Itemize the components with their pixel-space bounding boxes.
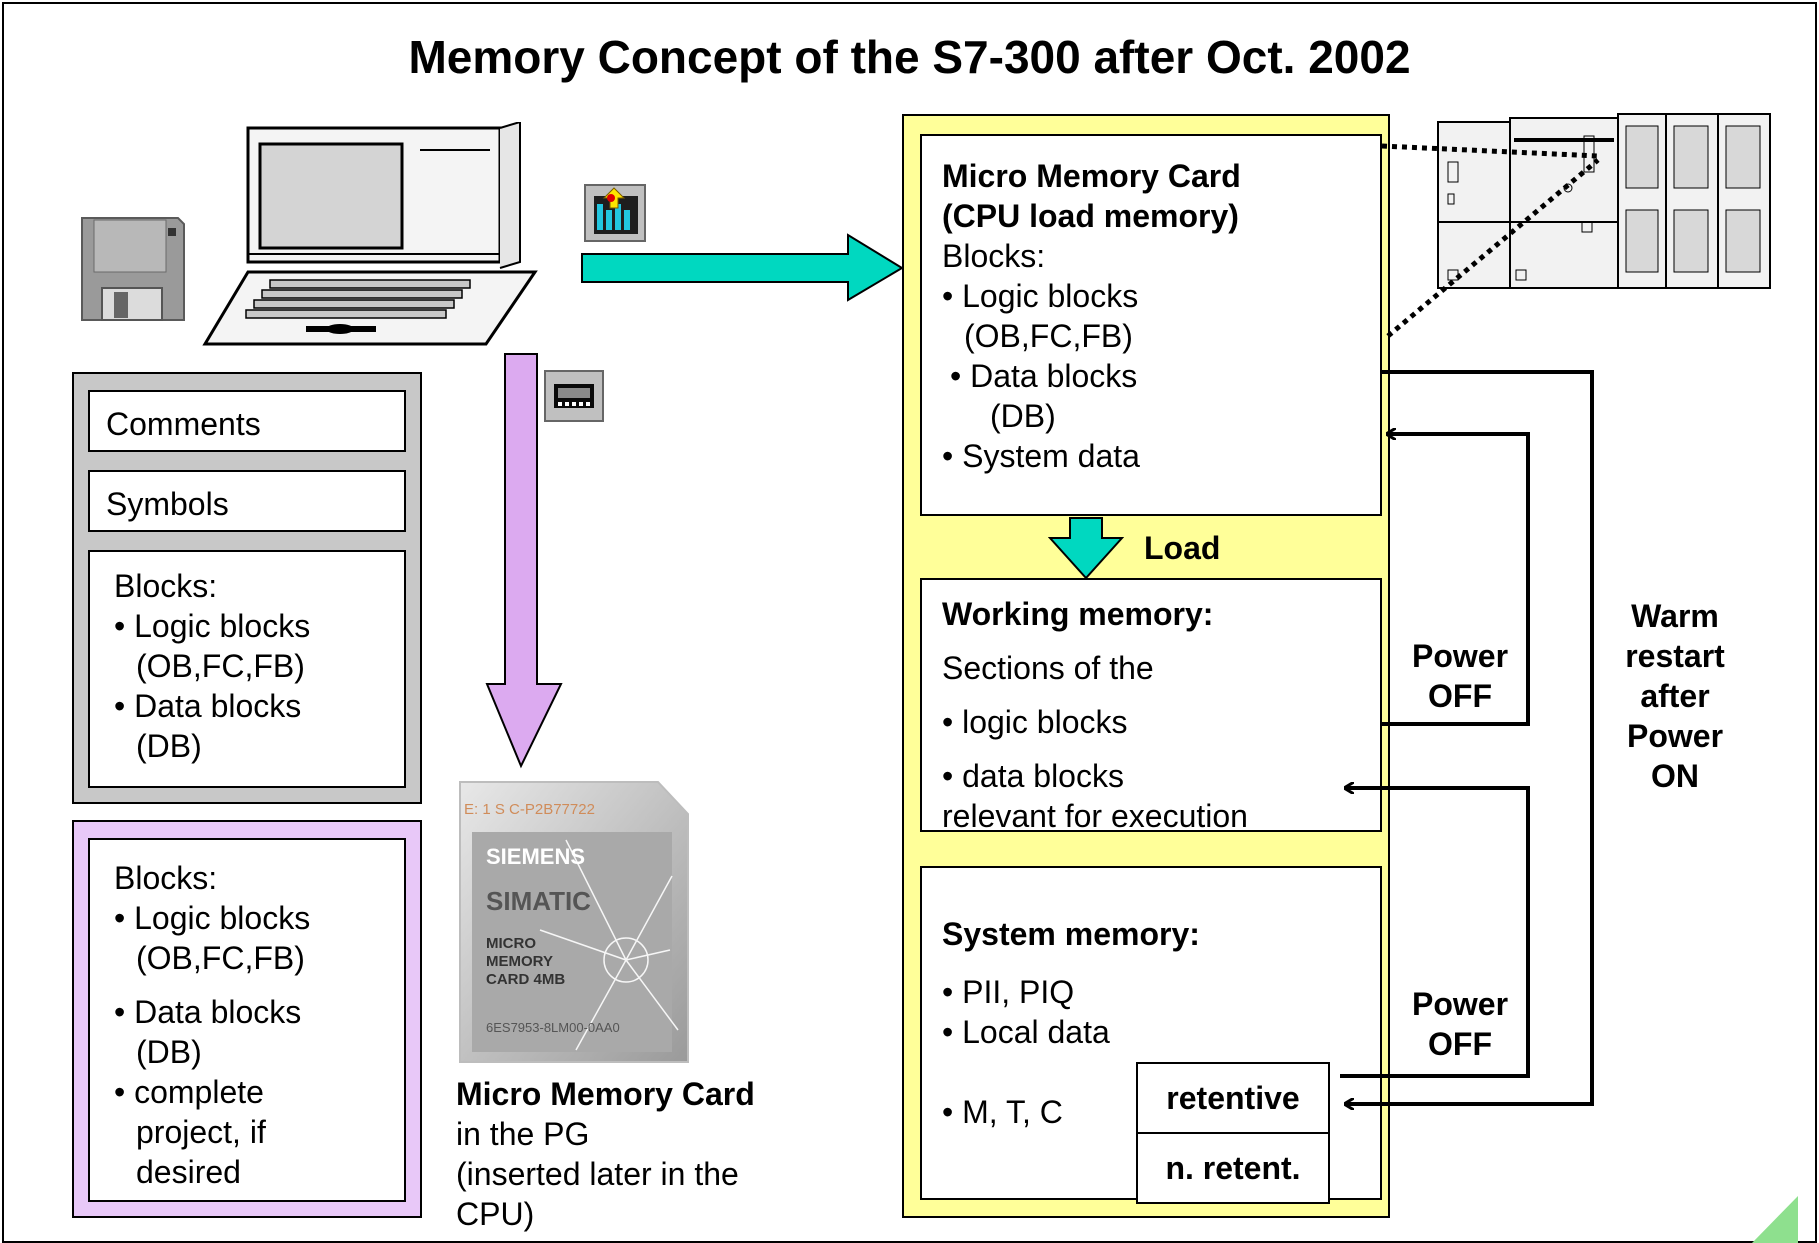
mmc-logic-blocks: • Logic blocks <box>114 900 311 936</box>
micro-memory-card-image: E: 1 S C-P2B77722 SIEMENS SIMATIC MICRO … <box>459 781 689 1063</box>
mmc-logic-detail: (OB,FC,FB) <box>136 940 305 976</box>
download-to-plc-icon[interactable] <box>584 184 646 242</box>
load-arrow <box>1048 517 1124 580</box>
write-to-card-arrow <box>485 353 563 769</box>
load-memory-title1: Micro Memory Card <box>942 158 1241 194</box>
pg-logic-blocks: • Logic blocks <box>114 608 311 644</box>
warm-restart-line5: ON <box>1651 758 1699 794</box>
warm-restart-label: Warm restart after Power ON <box>1600 596 1750 796</box>
warm-restart-line2: restart <box>1625 638 1725 674</box>
load-memory-data: • Data blocks <box>950 358 1138 394</box>
load-memory-logic-detail: (OB,FC,FB) <box>964 318 1133 354</box>
warm-restart-line1: Warm <box>1631 598 1719 634</box>
system-memory-line3: • M, T, C <box>942 1094 1063 1130</box>
working-memory-title: Working memory: <box>942 596 1214 632</box>
slide-title: Memory Concept of the S7-300 after Oct. … <box>408 31 1411 83</box>
symbols-label: Symbols <box>106 486 229 522</box>
floppy-disk-icon <box>81 217 185 321</box>
retentive-cell: retentive <box>1136 1062 1330 1134</box>
s7-300-plc-icon <box>1437 113 1771 289</box>
power-off-label-1: Power OFF <box>1400 636 1520 716</box>
pg-data-detail: (DB) <box>136 728 202 764</box>
pg-software-panel: Comments Symbols Blocks: • Logic blocks … <box>72 372 422 804</box>
memory-card-write-icon[interactable] <box>544 370 604 422</box>
power-off-1-line1: Power <box>1411 638 1509 674</box>
mmc-blocks-box: Blocks: • Logic blocks (OB,FC,FB) • Data… <box>88 838 406 1202</box>
download-arrow <box>581 233 904 302</box>
warm-restart-line4: Power <box>1626 718 1724 754</box>
card-line3-text: CARD 4MB <box>486 971 565 988</box>
load-memory-data-detail: (DB) <box>990 398 1056 434</box>
comments-box: Comments <box>88 390 406 452</box>
load-memory-blocks: Blocks: <box>942 238 1046 274</box>
working-memory-line2: • logic blocks <box>942 704 1128 740</box>
load-memory-box: Micro Memory Card (CPU load memory) Bloc… <box>920 134 1382 516</box>
working-memory-line1: Sections of the <box>942 650 1154 686</box>
pg-logic-detail: (OB,FC,FB) <box>136 648 305 684</box>
power-off-1-line2: OFF <box>1428 678 1492 714</box>
pg-data-blocks: • Data blocks <box>114 688 302 724</box>
working-memory-box: Working memory: Sections of the • logic … <box>920 578 1382 834</box>
mmc-project-line1: • complete <box>114 1074 264 1110</box>
card-line2-text: MEMORY <box>486 953 553 970</box>
system-memory-line1: • PII, PIQ <box>942 974 1075 1010</box>
pg-blocks-heading: Blocks: <box>114 568 218 604</box>
programming-device-icon <box>202 122 538 346</box>
card-order-text: 6ES7953-8LM00-0AA0 <box>486 1020 620 1035</box>
card-caption-title: Micro Memory Card <box>456 1076 755 1112</box>
power-off-2-line2: OFF <box>1428 1026 1492 1062</box>
mmc-contents-panel: Blocks: • Logic blocks (OB,FC,FB) • Data… <box>72 820 422 1218</box>
working-memory-line4: relevant for execution <box>942 798 1248 834</box>
card-product-text: SIMATIC <box>486 886 591 916</box>
card-line1-text: MICRO <box>486 935 536 952</box>
corner-triangle-icon <box>1752 1196 1798 1243</box>
card-serial-text: E: 1 S C-P2B77722 <box>464 801 595 818</box>
mmc-data-blocks: • Data blocks <box>114 994 302 1030</box>
system-memory-title: System memory: <box>942 916 1200 952</box>
power-off-label-2: Power OFF <box>1400 984 1520 1064</box>
card-brand-text: SIEMENS <box>486 844 585 869</box>
non-retentive-cell: n. retent. <box>1136 1132 1330 1204</box>
pg-blocks-box: Blocks: • Logic blocks (OB,FC,FB) • Data… <box>88 550 406 788</box>
card-caption-line3: CPU) <box>456 1196 535 1232</box>
card-caption-line1: in the PG <box>456 1116 590 1152</box>
working-memory-line3: • data blocks <box>942 758 1124 794</box>
load-memory-title2: (CPU load memory) <box>942 198 1239 234</box>
mmc-data-detail: (DB) <box>136 1034 202 1070</box>
load-memory-logic: • Logic blocks <box>942 278 1139 314</box>
card-caption: Micro Memory Card in the PG (inserted la… <box>456 1074 786 1234</box>
comments-label: Comments <box>106 406 261 442</box>
warm-restart-line3: after <box>1640 678 1710 714</box>
mmc-blocks-heading: Blocks: <box>114 860 218 896</box>
mmc-project-line3: desired <box>136 1154 241 1190</box>
symbols-box: Symbols <box>88 470 406 532</box>
power-off-2-line1: Power <box>1411 986 1509 1022</box>
card-caption-line2: (inserted later in the <box>456 1156 739 1192</box>
load-memory-system-data: • System data <box>942 438 1140 474</box>
system-memory-line2: • Local data <box>942 1014 1110 1050</box>
load-label: Load <box>1144 530 1221 566</box>
mmc-project-line2: project, if <box>136 1114 266 1150</box>
